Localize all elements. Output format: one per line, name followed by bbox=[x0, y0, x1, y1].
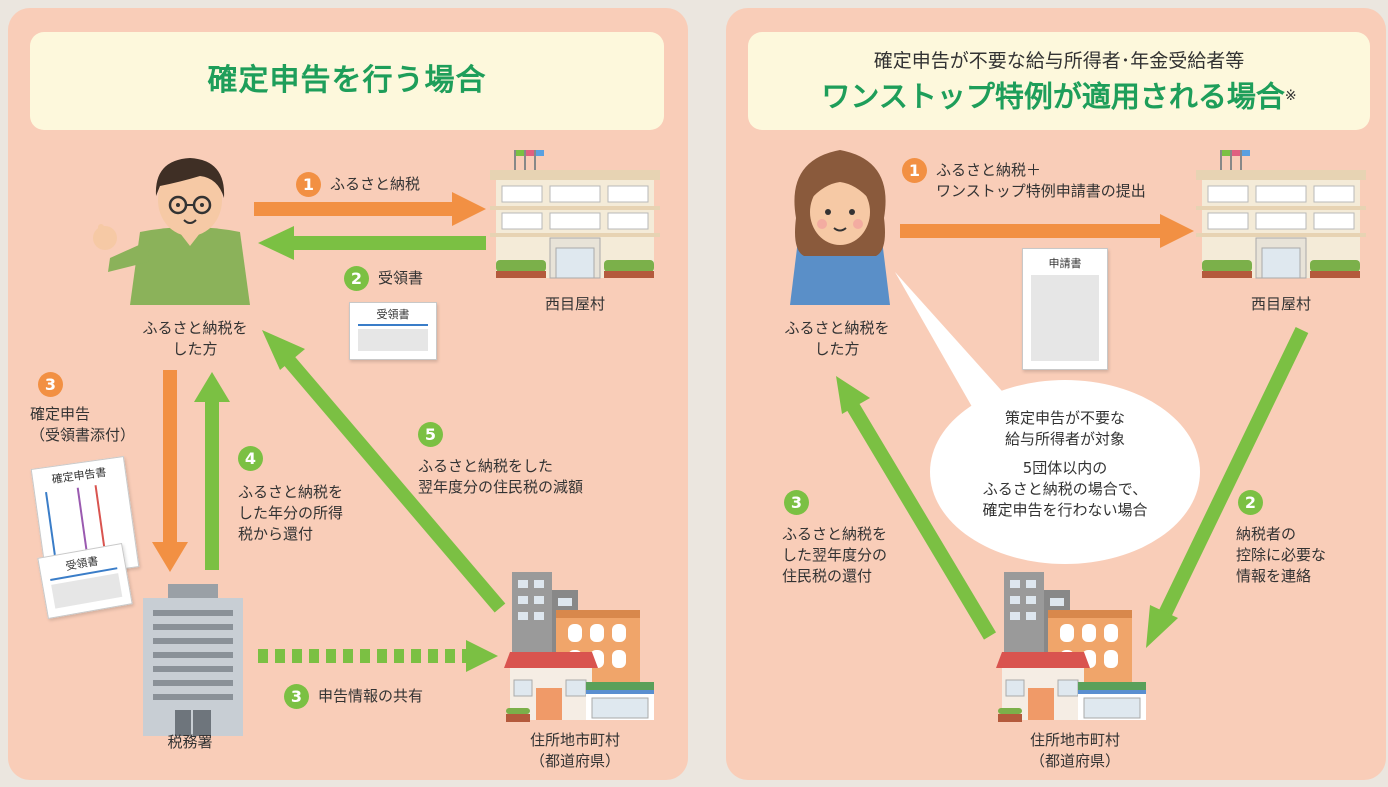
left-title-banner: 確定申告を行う場合 bbox=[30, 32, 664, 130]
right-step1-number: 1 bbox=[902, 158, 927, 183]
right-step3-number: 3 bbox=[784, 490, 809, 515]
arrow-left-step3b bbox=[258, 640, 498, 672]
village-hall-icon-right bbox=[1195, 149, 1367, 279]
right-person-label: ふるさと納税をした方 bbox=[784, 319, 890, 358]
arrow-left-step4 bbox=[194, 372, 230, 570]
arrow-right-step2 bbox=[1146, 326, 1309, 648]
man-avatar-icon bbox=[93, 158, 250, 305]
left-step4-text: ふるさと納税をした年分の所得税から還付 bbox=[238, 483, 344, 543]
left-step2-text: 受領書 bbox=[378, 269, 424, 287]
arrow-left-step5 bbox=[262, 330, 506, 613]
left-step3b-number: 3 bbox=[284, 684, 309, 709]
arrow-left-step1 bbox=[254, 192, 486, 226]
right-step3-text: ふるさと納税をした翌年度分の住民税の還付 bbox=[782, 525, 888, 585]
right-village-label: 西目屋村 bbox=[1250, 295, 1311, 313]
woman-avatar-icon bbox=[790, 150, 890, 305]
left-tax-office-label: 税務署 bbox=[167, 733, 213, 751]
left-step3b-text: 申告情報の共有 bbox=[318, 687, 424, 705]
left-step1-number: 1 bbox=[296, 172, 321, 197]
right-step2-text: 納税者の控除に必要な情報を連絡 bbox=[1236, 525, 1327, 585]
village-hall-icon bbox=[489, 149, 661, 279]
left-step5-text: ふるさと納税をした翌年度分の住民税の減額 bbox=[418, 457, 584, 496]
left-person-label: ふるさと納税をした方 bbox=[142, 319, 248, 358]
municipality-town-icon bbox=[503, 571, 655, 723]
right-title: ワンストップ特例が適用される場合 bbox=[821, 79, 1285, 114]
tax-office-icon bbox=[143, 584, 243, 736]
right-subtitle: 確定申告が不要な給与所得者･年金受給者等 bbox=[873, 50, 1245, 72]
receipt-document-icon: 受領書 bbox=[349, 302, 437, 360]
right-step2-number: 2 bbox=[1238, 490, 1263, 515]
left-step2-number: 2 bbox=[344, 266, 369, 291]
arrow-right-step3 bbox=[836, 376, 997, 640]
right-title-banner: 確定申告が不要な給与所得者･年金受給者等 ワンストップ特例が適用される場合※ bbox=[748, 32, 1370, 130]
left-step1-text: ふるさと納税 bbox=[330, 175, 421, 193]
arrow-left-step3 bbox=[152, 370, 188, 572]
arrow-left-step2 bbox=[258, 226, 486, 260]
arrow-right-step1 bbox=[900, 214, 1194, 248]
left-step5-number: 5 bbox=[418, 422, 443, 447]
left-village-label: 西目屋村 bbox=[544, 295, 605, 313]
left-municipality-label: 住所地市町村（都道府県） bbox=[529, 731, 620, 770]
application-form-icon: 申請書 bbox=[1022, 248, 1108, 370]
speech-bubble-text: 策定申告が不要な 給与所得者が対象 5団体以内の ふるさと納税の場合で、 確定申… bbox=[982, 409, 1148, 519]
municipality-town-icon-right bbox=[995, 571, 1147, 723]
right-step1-text: ふるさと納税＋ワンストップ特例申請書の提出 bbox=[936, 161, 1146, 200]
left-step3-number: 3 bbox=[38, 372, 63, 397]
left-step4-number: 4 bbox=[238, 446, 263, 471]
right-municipality-label: 住所地市町村（都道府県） bbox=[1029, 731, 1120, 770]
right-title-mark: ※ bbox=[1284, 88, 1297, 104]
left-title: 確定申告を行う場合 bbox=[207, 63, 487, 98]
left-step3-text: 確定申告（受領書添付） bbox=[30, 405, 136, 444]
speech-bubble bbox=[895, 272, 1200, 564]
